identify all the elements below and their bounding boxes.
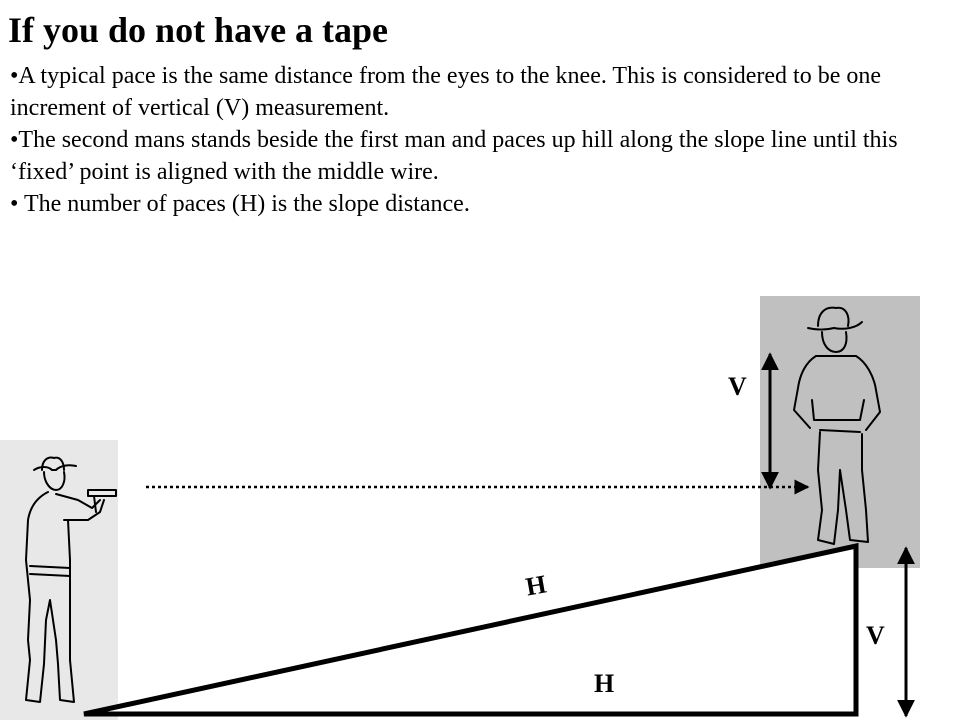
bullet-item-2: •The second mans stands beside the first…	[10, 127, 898, 185]
slope-triangle	[83, 542, 859, 717]
bullet-item-3: • The number of paces (H) is the slope d…	[10, 191, 470, 217]
sighting-man-figure	[25, 456, 117, 703]
upper-v-label: V	[728, 372, 747, 401]
standing-man-figure	[793, 306, 881, 545]
lower-v-label: V	[866, 621, 885, 650]
slope-h-label: H	[524, 569, 549, 601]
bullet-list: •A typical pace is the same distance fro…	[10, 60, 910, 220]
bullet-item-1: •A typical pace is the same distance fro…	[10, 63, 882, 121]
slide-title: If you do not have a tape	[8, 10, 389, 50]
base-h-label: H	[594, 669, 614, 698]
